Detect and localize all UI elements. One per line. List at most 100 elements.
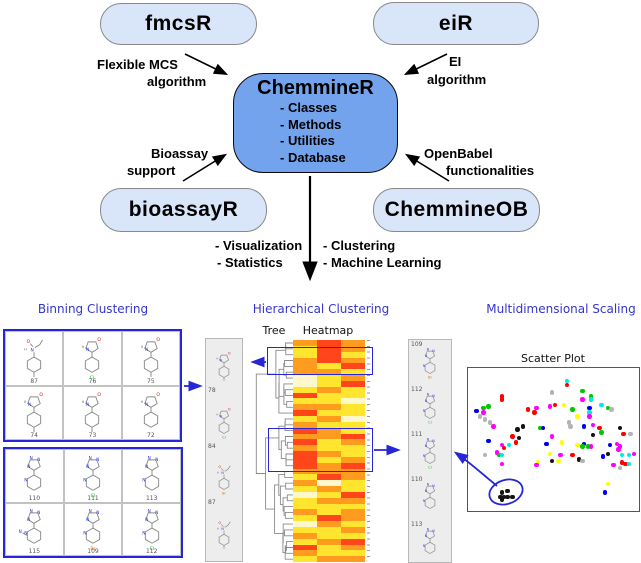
scatter-point (588, 444, 594, 449)
heatmap-cell (293, 544, 317, 551)
heatmap-cell (341, 404, 365, 411)
scatter-point (481, 410, 486, 415)
scatter-point (500, 394, 505, 399)
svg-text:N: N (145, 464, 148, 469)
svg-text:N: N (423, 544, 426, 548)
svg-text:Br: Br (90, 546, 95, 552)
molecule-id: 113 (411, 521, 423, 528)
heatmap-row (293, 421, 365, 428)
scatter-point (500, 453, 505, 458)
scatter-point (549, 434, 554, 439)
svg-text:N: N (432, 348, 434, 352)
arrow-eir-to-chemminer (403, 53, 448, 76)
scatter-point (549, 390, 554, 395)
svg-text:O: O (39, 392, 43, 398)
heatmap-cell (293, 345, 317, 352)
heatmap-row (293, 480, 365, 487)
heatmap-row (293, 503, 365, 510)
molecule-id: 113 (145, 494, 158, 502)
svg-text:N: N (425, 444, 427, 448)
molecule-id: 84 (208, 443, 216, 450)
heatmap-row (293, 509, 365, 516)
molecule-id: 74 (30, 432, 38, 439)
heatmap-row (293, 363, 365, 370)
scatter-point (597, 425, 602, 431)
svg-text:N: N (432, 438, 434, 442)
molecule-id: 112 (145, 548, 158, 555)
heatmap-cell (293, 556, 317, 563)
svg-text:O: O (219, 521, 222, 525)
heatmap-cell (317, 421, 341, 428)
scatter-point (600, 454, 606, 459)
svg-text:H: H (140, 345, 143, 349)
molecule-structure: NOH (216, 351, 231, 381)
section-title-hierarchical: Hierarchical Clustering (252, 302, 390, 316)
heatmap-row (293, 340, 365, 346)
scatter-point (544, 441, 549, 446)
molecule-structure: NOH (24, 339, 44, 378)
heatmap-row (293, 345, 365, 352)
svg-text:N: N (83, 477, 86, 483)
svg-text:N: N (25, 477, 28, 483)
chemminer-center-box: ChemmineR - Classes- Methods- Utilities-… (233, 73, 398, 173)
scatter-point (520, 424, 525, 429)
heatmap-cell (317, 521, 341, 527)
scatter-point (587, 410, 592, 415)
svg-text:N: N (220, 415, 222, 419)
heatmap-cell (317, 556, 341, 563)
section-title-binning: Binning Clustering (37, 302, 149, 316)
scatter-point (590, 423, 596, 428)
heatmap-cell (293, 532, 317, 539)
scatter-point (580, 444, 585, 449)
heatmap-cell (317, 445, 341, 452)
heatmap-row (293, 445, 365, 452)
heatmap-cell (317, 392, 341, 399)
heatmap-row (293, 369, 365, 376)
svg-text:H: H (217, 470, 219, 474)
svg-text:N: N (423, 454, 426, 458)
scatter-point (568, 424, 573, 429)
svg-text:N: N (432, 393, 434, 397)
scatter-point (564, 382, 570, 388)
chemminer-feature-item: - Methods (280, 116, 342, 132)
heatmap-cell (293, 445, 317, 452)
svg-text:N: N (221, 527, 224, 531)
output-clustering: - Clustering (323, 238, 396, 253)
svg-text:N: N (423, 364, 426, 368)
heatmap-row (293, 515, 365, 522)
svg-text:N: N (87, 347, 90, 352)
heatmap-cell (293, 527, 317, 533)
svg-text:N: N (155, 457, 158, 462)
svg-text:H: H (216, 413, 218, 417)
scatter-point (623, 461, 628, 466)
chemminer-feature-item: - Utilities (280, 133, 335, 148)
svg-text:O: O (156, 337, 160, 343)
scatter-point (606, 481, 611, 487)
scatter-point (488, 420, 493, 425)
molecule-structure: NOH (24, 392, 43, 432)
scatter-point (506, 443, 512, 448)
scatter-point (559, 440, 565, 445)
scatter-point (599, 402, 604, 408)
scatter-point (616, 447, 621, 452)
heatmap-cell (293, 369, 317, 376)
svg-text:N: N (142, 531, 145, 537)
heatmap-cell (293, 538, 317, 545)
scatter-point (590, 433, 596, 438)
svg-text:N: N (432, 528, 434, 532)
heatmap-cell (317, 410, 341, 416)
scatter-point (558, 453, 563, 458)
heatmap-cell (341, 462, 365, 469)
heatmap-row-ticks (367, 340, 370, 562)
heatmap-cell (317, 456, 341, 463)
scatter-point (515, 427, 520, 432)
